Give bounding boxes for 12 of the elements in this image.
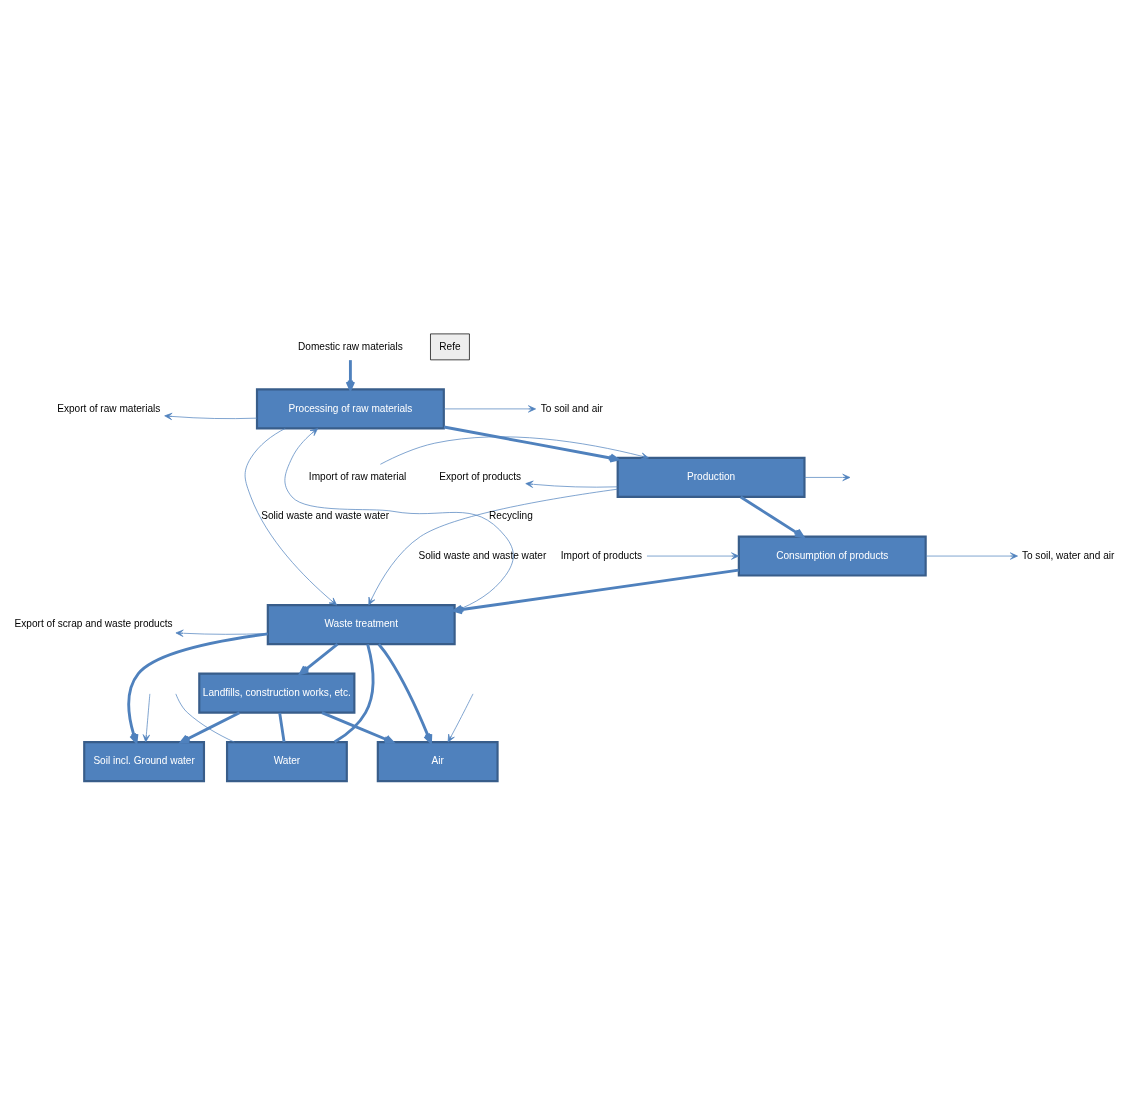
node-text: To soil and air bbox=[540, 402, 603, 414]
node-text: Import of raw material bbox=[308, 471, 407, 483]
node-text: Export of raw materials bbox=[57, 402, 161, 414]
node-text: Export of products bbox=[439, 471, 522, 483]
node-text: Domestic raw materials bbox=[298, 340, 403, 352]
edge-label: Solid waste and waste water bbox=[418, 549, 547, 561]
node-text: To soil, water and air bbox=[1021, 549, 1115, 561]
edge-label: Solid waste and waste water bbox=[261, 510, 390, 522]
edge-label: Recycling bbox=[489, 510, 533, 522]
node-text: Import of products bbox=[560, 549, 643, 561]
node-text: Export of scrap and waste products bbox=[14, 618, 173, 630]
label: Refe bbox=[439, 340, 461, 352]
